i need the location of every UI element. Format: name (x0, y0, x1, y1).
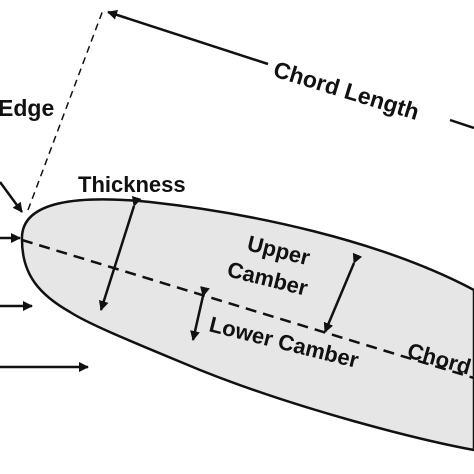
lower-camber-arrow (190, 286, 210, 341)
thickness-label: Thickness (78, 172, 186, 197)
chord-length-arrow-right (449, 118, 474, 130)
chord-line (21, 238, 474, 380)
chord-length-arrow (107, 10, 269, 66)
chord-length-label: Chord Length (271, 56, 423, 125)
upper-camber-arrow (323, 252, 363, 333)
thickness-arrow (98, 195, 142, 311)
leading-edge-arrow (0, 181, 24, 213)
leading-edge-label: Edge (0, 95, 54, 121)
